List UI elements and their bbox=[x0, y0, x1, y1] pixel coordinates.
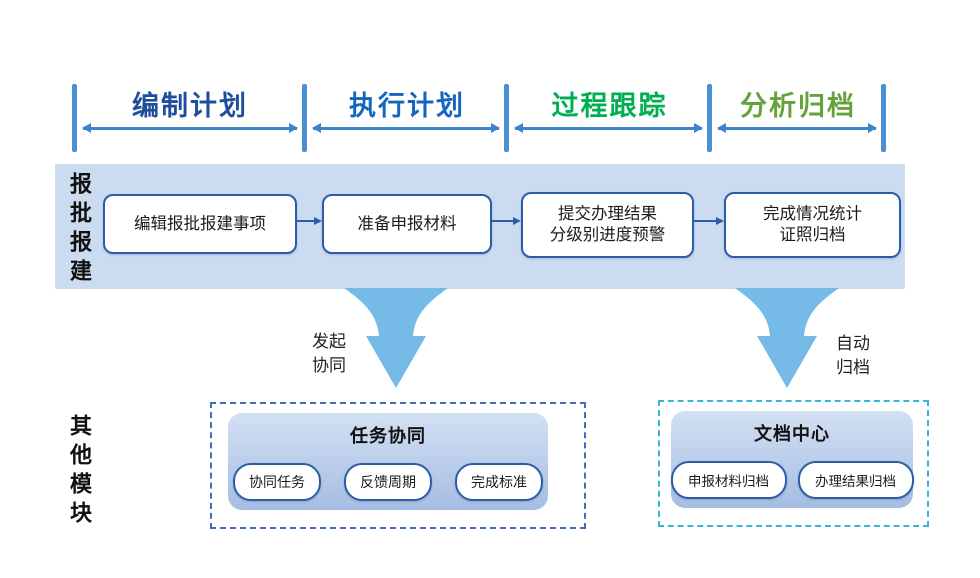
step-text: 分级别进度预警 bbox=[549, 226, 666, 244]
step-connector-arrow-3 bbox=[692, 217, 724, 225]
step-connector-arrow-1 bbox=[295, 217, 322, 225]
timeline-tick-5 bbox=[881, 84, 886, 152]
task-collaboration-module: 任务协同 协同任务 反馈周期 完成标准 bbox=[228, 413, 548, 510]
pill-row: 申报材料归档 办理结果归档 bbox=[670, 461, 914, 499]
module-item-pill: 协同任务 bbox=[233, 463, 321, 501]
step-text: 提交办理结果 bbox=[558, 205, 657, 223]
step-box-prepare-materials: 准备申报材料 bbox=[322, 194, 492, 254]
flow-arrow-label-right: 自动 归档 bbox=[836, 332, 870, 380]
timeline-tick-2 bbox=[302, 84, 307, 152]
pill-label: 反馈周期 bbox=[360, 474, 416, 490]
step-text: 完成情况统计 bbox=[763, 205, 862, 223]
module-item-pill: 反馈周期 bbox=[344, 463, 432, 501]
pill-row: 协同任务 反馈周期 完成标准 bbox=[233, 463, 543, 501]
module-item-pill: 申报材料归档 bbox=[670, 461, 787, 499]
flow-label-line: 自动 bbox=[836, 334, 870, 353]
pill-label: 协同任务 bbox=[249, 474, 305, 490]
phase-span-arrow-1 bbox=[82, 123, 298, 133]
timeline-tick-3 bbox=[504, 84, 509, 152]
funnel-shape bbox=[735, 288, 839, 388]
phase-label-archive: 分析归档 bbox=[740, 91, 856, 121]
flow-label-line: 发起 bbox=[312, 332, 346, 351]
pill-label: 申报材料归档 bbox=[688, 474, 769, 489]
step-text: 准备申报材料 bbox=[357, 214, 457, 233]
funnel-down-arrow-left bbox=[344, 288, 448, 388]
band-side-label: 报批报建 bbox=[67, 172, 92, 288]
pill-label: 完成标准 bbox=[471, 474, 527, 490]
timeline-tick-4 bbox=[707, 84, 712, 152]
step-box-edit-items: 编辑报批报建事项 bbox=[103, 194, 297, 254]
step-text: 编辑报批报建事项 bbox=[134, 214, 266, 233]
document-center-module: 文档中心 申报材料归档 办理结果归档 bbox=[670, 411, 914, 508]
step-text: 证照归档 bbox=[779, 226, 846, 244]
phase-span-arrow-3 bbox=[514, 123, 703, 133]
phase-label-plan: 编制计划 bbox=[132, 91, 248, 121]
phase-span-arrow-2 bbox=[312, 123, 500, 133]
timeline-tick-1 bbox=[72, 84, 77, 152]
flow-label-line: 归档 bbox=[836, 358, 870, 377]
step-box-submit-results: 提交办理结果 分级别进度预警 bbox=[521, 192, 694, 258]
funnel-shape bbox=[344, 288, 448, 388]
step-box-stats-archive: 完成情况统计 证照归档 bbox=[724, 192, 901, 258]
module-item-pill: 完成标准 bbox=[455, 463, 543, 501]
flow-label-line: 协同 bbox=[312, 356, 346, 375]
phase-label-execute: 执行计划 bbox=[349, 91, 465, 121]
step-connector-arrow-2 bbox=[490, 217, 521, 225]
module-title: 任务协同 bbox=[350, 426, 426, 446]
pill-label: 办理结果归档 bbox=[815, 474, 896, 489]
other-modules-side-label: 其他模块 bbox=[67, 414, 92, 530]
module-item-pill: 办理结果归档 bbox=[797, 461, 914, 499]
phase-span-arrow-4 bbox=[717, 123, 877, 133]
module-title: 文档中心 bbox=[754, 424, 830, 444]
phase-label-track: 过程跟踪 bbox=[551, 91, 668, 121]
funnel-down-arrow-right bbox=[735, 288, 839, 388]
flow-arrow-label-left: 发起 协同 bbox=[312, 330, 346, 378]
